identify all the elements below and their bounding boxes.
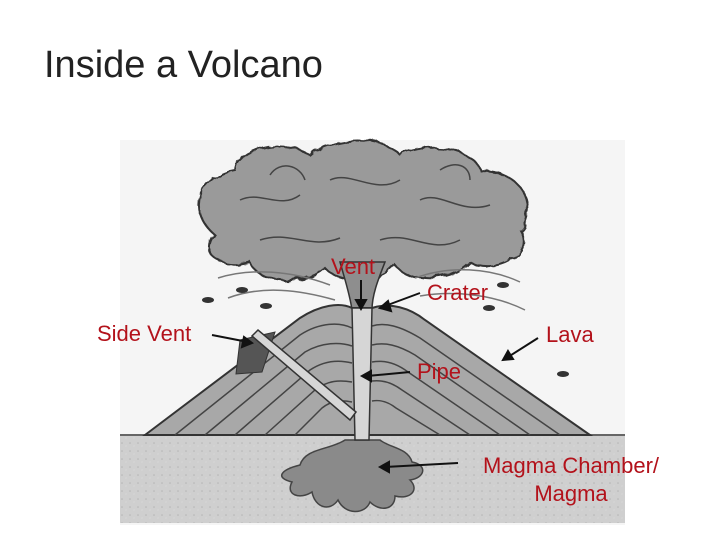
label-crater: Crater [427, 280, 489, 305]
label-pipe: Pipe [417, 359, 462, 384]
volcanic-bombs [202, 282, 569, 377]
magma-chamber [281, 439, 424, 513]
side-vent-pipe [250, 328, 358, 422]
label-lava: Lava [546, 322, 594, 347]
ejecta [217, 268, 526, 311]
label-magma-chamber-line2: Magma [534, 481, 608, 506]
arrows [211, 280, 539, 474]
slide-title: Inside a Volcano [44, 44, 323, 86]
label-vent: Vent [331, 254, 376, 279]
central-pipe [351, 307, 373, 441]
label-magma-chamber-line1: Magma Chamber/ [482, 453, 660, 478]
label-side-vent: Side Vent [97, 321, 192, 346]
label-magma-chamber: Magma Chamber/ Magma [458, 455, 684, 505]
